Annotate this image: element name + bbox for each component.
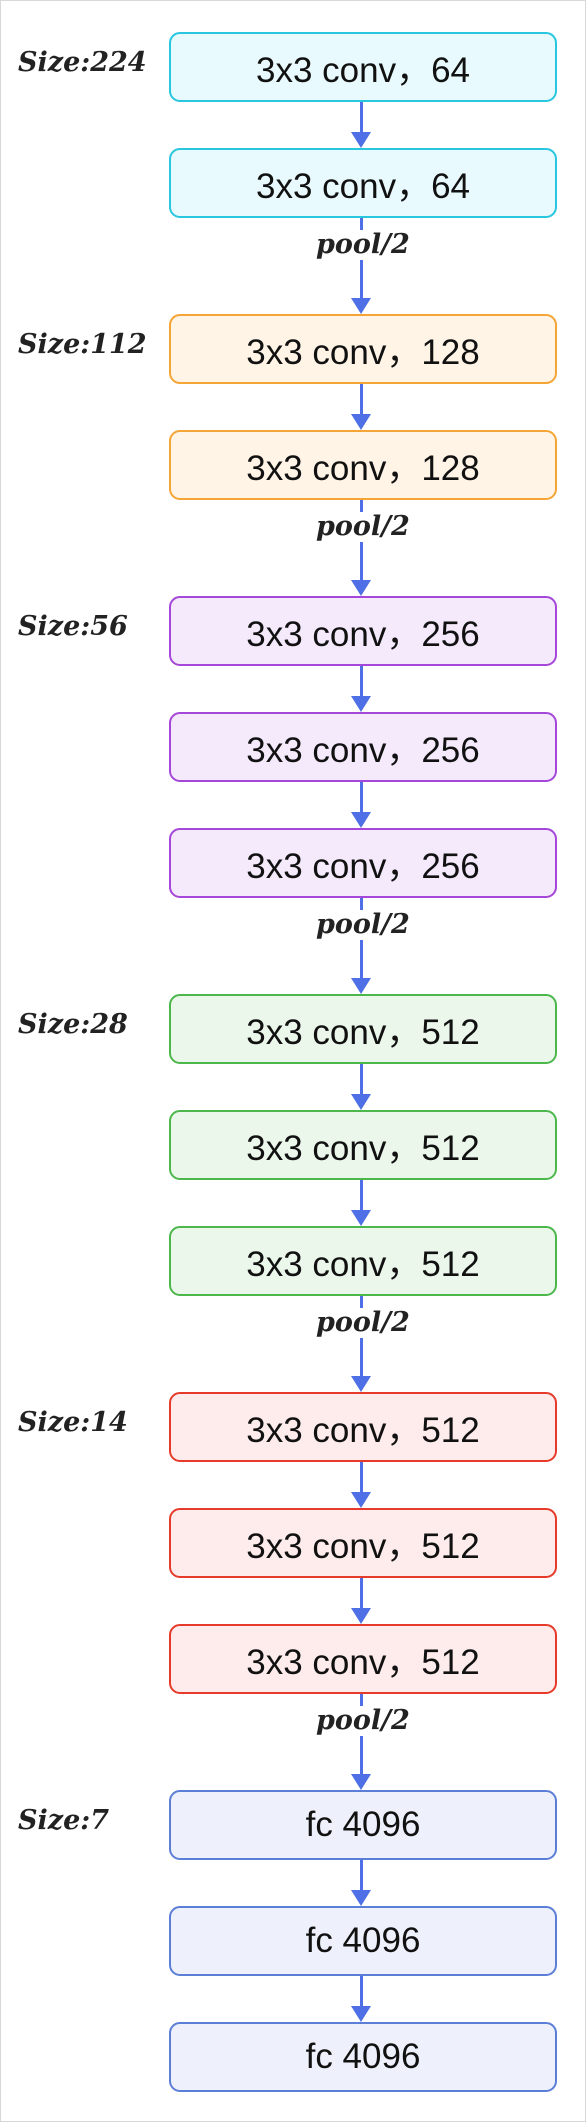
flow-arrow xyxy=(351,1462,371,1508)
layer-block: 3x3 conv，512 xyxy=(169,1110,557,1180)
layer-block: fc 4096 xyxy=(169,2022,557,2092)
arrow-head xyxy=(351,580,371,596)
arrow-shaft xyxy=(360,666,363,698)
arrow-shaft xyxy=(360,1064,363,1096)
flow-arrow xyxy=(351,1976,371,2022)
flow-arrow xyxy=(351,782,371,828)
layer-block: 3x3 conv，512 xyxy=(169,994,557,1064)
arrow-head xyxy=(351,978,371,994)
layer-block: 3x3 conv，128 xyxy=(169,430,557,500)
arrow-head xyxy=(351,2006,371,2022)
pool-label: pool/2 xyxy=(316,229,410,260)
arrow-head xyxy=(351,1210,371,1226)
arrow-shaft xyxy=(360,102,363,134)
layer-block: 3x3 conv，512 xyxy=(169,1226,557,1296)
arrow-shaft xyxy=(360,1180,363,1212)
flow-arrow xyxy=(351,1180,371,1226)
stage-size-label: Size:7 xyxy=(18,1805,110,1836)
arrow-head xyxy=(351,1094,371,1110)
flow-arrow xyxy=(351,1064,371,1110)
arrow-shaft xyxy=(360,1578,363,1610)
arrow-shaft xyxy=(360,1976,363,2008)
arrow-head xyxy=(351,696,371,712)
arrow-head xyxy=(351,1608,371,1624)
stage-size-label: Size:56 xyxy=(18,611,128,642)
arrow-head xyxy=(351,1376,371,1392)
flow-arrow xyxy=(351,102,371,148)
layer-block: 3x3 conv，128 xyxy=(169,314,557,384)
stage-size-label: Size:224 xyxy=(18,47,147,78)
flow-arrow xyxy=(351,1578,371,1624)
stage-size-label: Size:112 xyxy=(18,329,147,360)
layer-block: 3x3 conv，512 xyxy=(169,1392,557,1462)
pool-label: pool/2 xyxy=(316,1307,410,1338)
layer-block: fc 4096 xyxy=(169,1790,557,1860)
arrow-head xyxy=(351,132,371,148)
arrow-head xyxy=(351,1774,371,1790)
arrow-shaft xyxy=(360,1462,363,1494)
flow-arrow xyxy=(351,1860,371,1906)
layer-block: 3x3 conv，512 xyxy=(169,1624,557,1694)
arrow-head xyxy=(351,812,371,828)
arrow-head xyxy=(351,298,371,314)
arrow-head xyxy=(351,1890,371,1906)
pool-label: pool/2 xyxy=(316,909,410,940)
arrow-head xyxy=(351,1492,371,1508)
layer-block: fc 4096 xyxy=(169,1906,557,1976)
layer-block: 3x3 conv，64 xyxy=(169,32,557,102)
layer-block: 3x3 conv，256 xyxy=(169,712,557,782)
arrow-shaft xyxy=(360,384,363,416)
flow-arrow xyxy=(351,384,371,430)
arrow-shaft xyxy=(360,782,363,814)
layer-block: 3x3 conv，256 xyxy=(169,828,557,898)
stage-size-label: Size:28 xyxy=(18,1009,128,1040)
stage-size-label: Size:14 xyxy=(18,1407,128,1438)
arrow-shaft xyxy=(360,1860,363,1892)
flow-arrow xyxy=(351,666,371,712)
layer-block: 3x3 conv，64 xyxy=(169,148,557,218)
layer-block: 3x3 conv，256 xyxy=(169,596,557,666)
arrow-head xyxy=(351,414,371,430)
pool-label: pool/2 xyxy=(316,511,410,542)
layer-block: 3x3 conv，512 xyxy=(169,1508,557,1578)
pool-label: pool/2 xyxy=(316,1705,410,1736)
